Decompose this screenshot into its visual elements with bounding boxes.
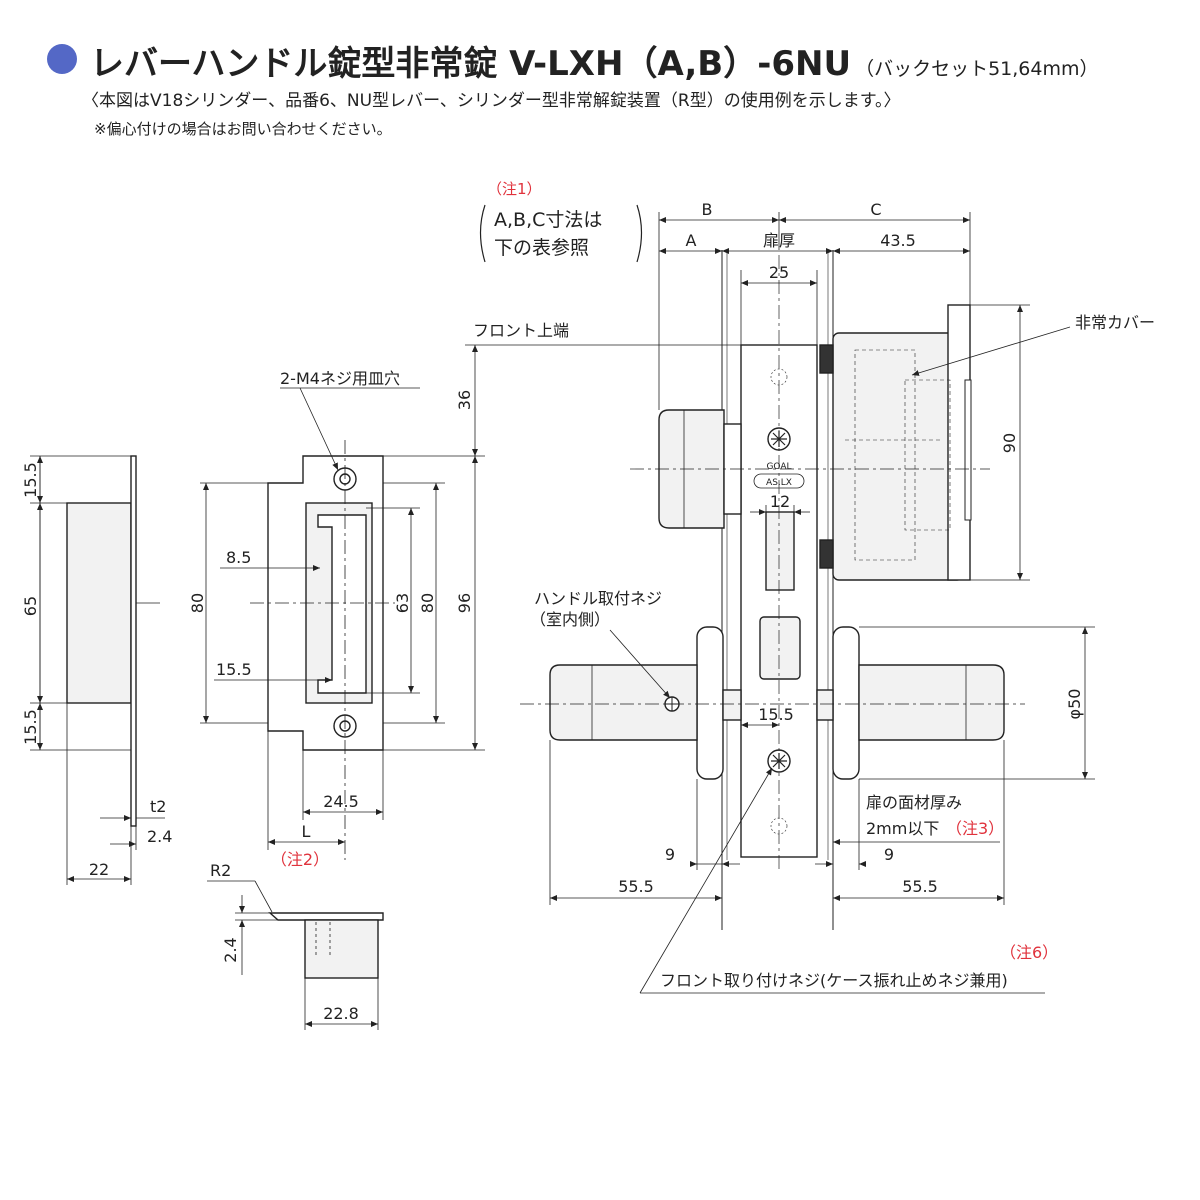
dim-15-5-strike: 15.5 — [216, 660, 252, 679]
lever-outside — [549, 664, 698, 741]
dim-80-right: 80 — [418, 593, 437, 613]
dim-65: 65 — [21, 596, 40, 616]
dim-8-5: 8.5 — [226, 548, 251, 567]
dim-15-5-center: 15.5 — [758, 705, 794, 724]
dim-9-left: 9 — [665, 845, 675, 864]
dim-12: 12 — [770, 492, 790, 511]
page-title: レバーハンドル錠型非常錠 V-LXH（A,B）-6NU（バックセット51,64m… — [90, 36, 1098, 85]
strike-section — [207, 880, 384, 1030]
dim-36: 36 — [455, 390, 474, 410]
cover-screw-top — [819, 344, 834, 374]
rosette-outside — [696, 626, 724, 780]
front-screw-label: フロント取り付けネジ(ケース振れ止めネジ兼用) — [660, 971, 1008, 990]
title-suffix: （バックセット51,64mm） — [855, 58, 1099, 80]
strike-front-view — [200, 387, 485, 860]
dim-15-5-top: 15.5 — [21, 462, 40, 498]
lock-assembly — [520, 250, 1025, 930]
left-paren-icon — [479, 204, 486, 263]
dim-22: 22 — [89, 860, 109, 879]
lock-dimensions — [465, 212, 1095, 994]
handle-screw-sublabel: （室内側） — [530, 610, 610, 629]
dim-24-5: 24.5 — [323, 792, 359, 811]
note6-tag: （注6） — [1000, 943, 1058, 962]
strike-side-view — [30, 455, 165, 885]
face-material-value: 2mm以下 — [866, 819, 939, 838]
dim-15-5-bottom: 15.5 — [21, 709, 40, 745]
front-top-label: フロント上端 — [473, 321, 569, 340]
strike-section-plate — [268, 912, 384, 921]
dim-t2: t2 — [150, 797, 166, 816]
note1-tag: （注1） — [487, 180, 542, 198]
deadbolt-window — [759, 616, 801, 680]
emergency-cover-body — [832, 332, 964, 581]
dim-A: A — [686, 231, 697, 250]
title-text: レバーハンドル錠型非常錠 V-LXH（A,B）-6NU — [90, 44, 852, 84]
dim-55-5-right: 55.5 — [902, 877, 938, 896]
screw-hole-label: 2-M4ネジ用皿穴 — [280, 369, 400, 388]
dim-9-right: 9 — [884, 845, 894, 864]
bullet-icon — [47, 44, 77, 74]
strike-plate-side — [130, 455, 137, 827]
note2-tag: （注2） — [271, 850, 329, 869]
note1-line1: A,B,C寸法は — [494, 209, 602, 231]
usage-note: 〈本図はV18シリンダー、品番6、NU型レバー、シリンダー型非常解錠装置（R型）… — [82, 91, 901, 111]
handle-screw-label: ハンドル取付ネジ — [534, 589, 662, 608]
dim-96: 96 — [455, 593, 474, 613]
dim-2-4-section: 2.4 — [221, 937, 240, 962]
emergency-cover-label: 非常カバー — [1075, 313, 1155, 332]
dim-2-4-side: 2.4 — [147, 827, 172, 846]
face-material-label: 扉の面材厚み — [866, 793, 962, 812]
cover-screw-bottom — [819, 539, 834, 569]
dim-90: 90 — [1000, 433, 1019, 453]
dim-63: 63 — [393, 593, 412, 613]
dim-C: C — [870, 200, 881, 219]
dim-L: L — [302, 822, 311, 841]
right-paren-icon — [636, 204, 643, 263]
lever-inside — [858, 664, 1005, 741]
header: レバーハンドル錠型非常錠 V-LXH（A,B）-6NU（バックセット51,64m… — [0, 0, 1200, 150]
dim-22-8: 22.8 — [323, 1004, 359, 1023]
brand-goal: GOAL — [766, 462, 791, 472]
strike-box-side — [66, 502, 132, 704]
dim-phi50: φ50 — [1065, 689, 1084, 720]
strike-section-box — [304, 919, 379, 979]
eccentric-note: ※偏心付けの場合はお問い合わせください。 — [94, 120, 392, 138]
dim-R2: R2 — [210, 861, 231, 880]
dim-55-5-left: 55.5 — [618, 877, 654, 896]
dim-25: 25 — [769, 263, 789, 282]
note3-tag: （注3） — [946, 819, 1004, 838]
note1-line2: 下の表参照 — [494, 237, 589, 259]
door-thickness-label: 扉厚 — [763, 231, 795, 250]
rosette-inside — [832, 626, 860, 780]
note1-callout: （注1） A,B,C寸法は 下の表参照 — [479, 180, 643, 263]
dim-B: B — [702, 200, 713, 219]
dim-80-left: 80 — [188, 593, 207, 613]
brand-aslx: AS.LX — [766, 478, 792, 488]
latch-window — [765, 511, 795, 591]
dim-43-5: 43.5 — [880, 231, 916, 250]
